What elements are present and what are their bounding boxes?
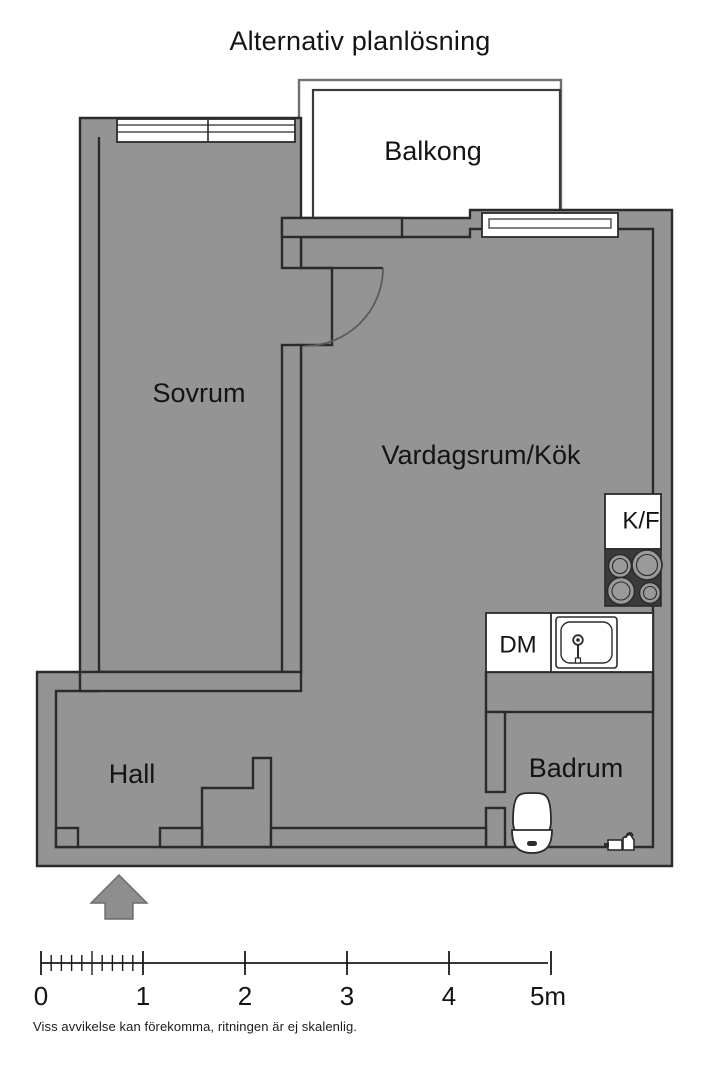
fixture-label-dishwasher: DM [499,631,536,658]
room-label-hall: Hall [109,759,156,789]
livingroom-balcony-door [481,212,619,238]
disclaimer-text: Viss avvikelse kan förekomma, ritningen … [33,1019,358,1034]
entrance-arrow-shape [89,874,149,920]
scale-label-2: 2 [238,981,252,1011]
washbasin-body [607,839,623,851]
wall-bedroom-living-lower [280,343,303,674]
scale-label-1: 1 [136,981,150,1011]
burner-back-right-inner [635,553,659,577]
balcony-door-pane [488,218,612,229]
sink-faucet-handle [574,657,582,664]
apartment-walls [35,116,674,868]
washbasin-bowl [622,832,635,851]
scale-label-5: 5m [530,981,566,1011]
burner-front-right-inner [642,585,658,601]
washbasin [604,832,635,851]
fixture-label-fridge-freezer: K/F [622,507,659,534]
sink [555,616,618,669]
bedroom-window [116,118,296,143]
scale-label-0: 0 [34,981,48,1011]
wall-hall-bottom-doorjamb [158,826,204,849]
scale-label-4: 4 [442,981,456,1011]
wall-bathroom-left-upper [484,710,507,794]
scale-minor-ticks [50,951,134,975]
wall-bedroom-hall [78,670,303,693]
sink-basin [560,621,613,664]
stove-burners [606,549,663,606]
bedroom-door [301,266,384,347]
balcony-inner-outline [311,88,562,222]
toilet-flush-button [527,841,537,846]
bathroom-fixtures [511,792,635,854]
entrance-arrow [89,874,149,920]
door-swing-arc [304,267,384,347]
burner-back-left-inner [611,557,629,575]
room-balkong [297,78,563,222]
wall-bathroom-left-lower [484,806,507,849]
page-title: Alternativ planlösning [229,26,491,56]
wall-hall-bottom-left-stub [54,826,80,849]
scale-bar: 0 1 2 3 4 5m [34,951,566,1011]
burner-front-left-inner [611,581,631,601]
washbasin-spout [604,843,609,847]
wall-kitchen-bathroom [484,670,655,714]
window-frame [116,118,296,143]
washbasin-tap [625,832,634,839]
room-label-balkong: Balkong [384,136,482,166]
scale-label-3: 3 [340,981,354,1011]
kitchen-units [485,493,663,673]
room-label-vardagsrum: Vardagsrum/Kök [381,440,581,470]
toilet [511,792,553,854]
wall-hall-bottom-right [269,826,488,849]
wall-under-balcony-left [280,216,404,239]
room-label-sovrum: Sovrum [152,378,245,408]
sink-drain [576,638,580,642]
fridge-freezer-unit [604,493,662,550]
room-label-badrum: Badrum [529,753,624,783]
